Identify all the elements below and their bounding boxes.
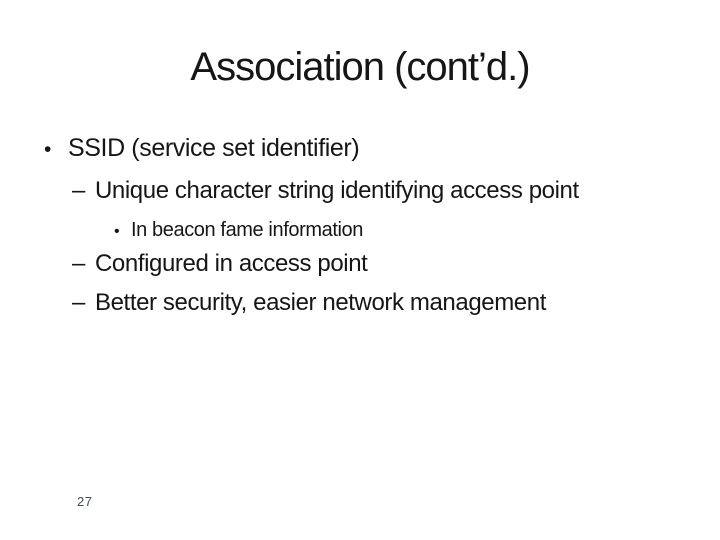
bullet-icon: • xyxy=(44,138,51,161)
bullet-text: Configured in access point xyxy=(95,250,368,277)
bullet-item-security: – Better security, easier network manage… xyxy=(72,289,546,318)
bullet-item-unique-string: – Unique character string identifying ac… xyxy=(72,177,579,206)
dash-icon: – xyxy=(72,289,85,316)
bullet-item-beacon: • In beacon fame information xyxy=(114,218,363,242)
slide-title: Association (cont’d.) xyxy=(190,45,530,89)
page-number: 27 xyxy=(77,494,93,509)
dash-icon: – xyxy=(72,177,85,204)
bullet-text: In beacon fame information xyxy=(131,219,363,241)
dash-icon: – xyxy=(72,250,85,277)
bullet-text: SSID (service set identifier) xyxy=(68,134,360,162)
bullet-item-configured: – Configured in access point xyxy=(72,250,368,279)
bullet-icon: • xyxy=(114,223,120,240)
bullet-text: Better security, easier network manageme… xyxy=(95,289,546,316)
bullet-text: Unique character string identifying acce… xyxy=(95,177,579,204)
bullet-item-ssid: • SSID (service set identifier) xyxy=(44,133,360,163)
